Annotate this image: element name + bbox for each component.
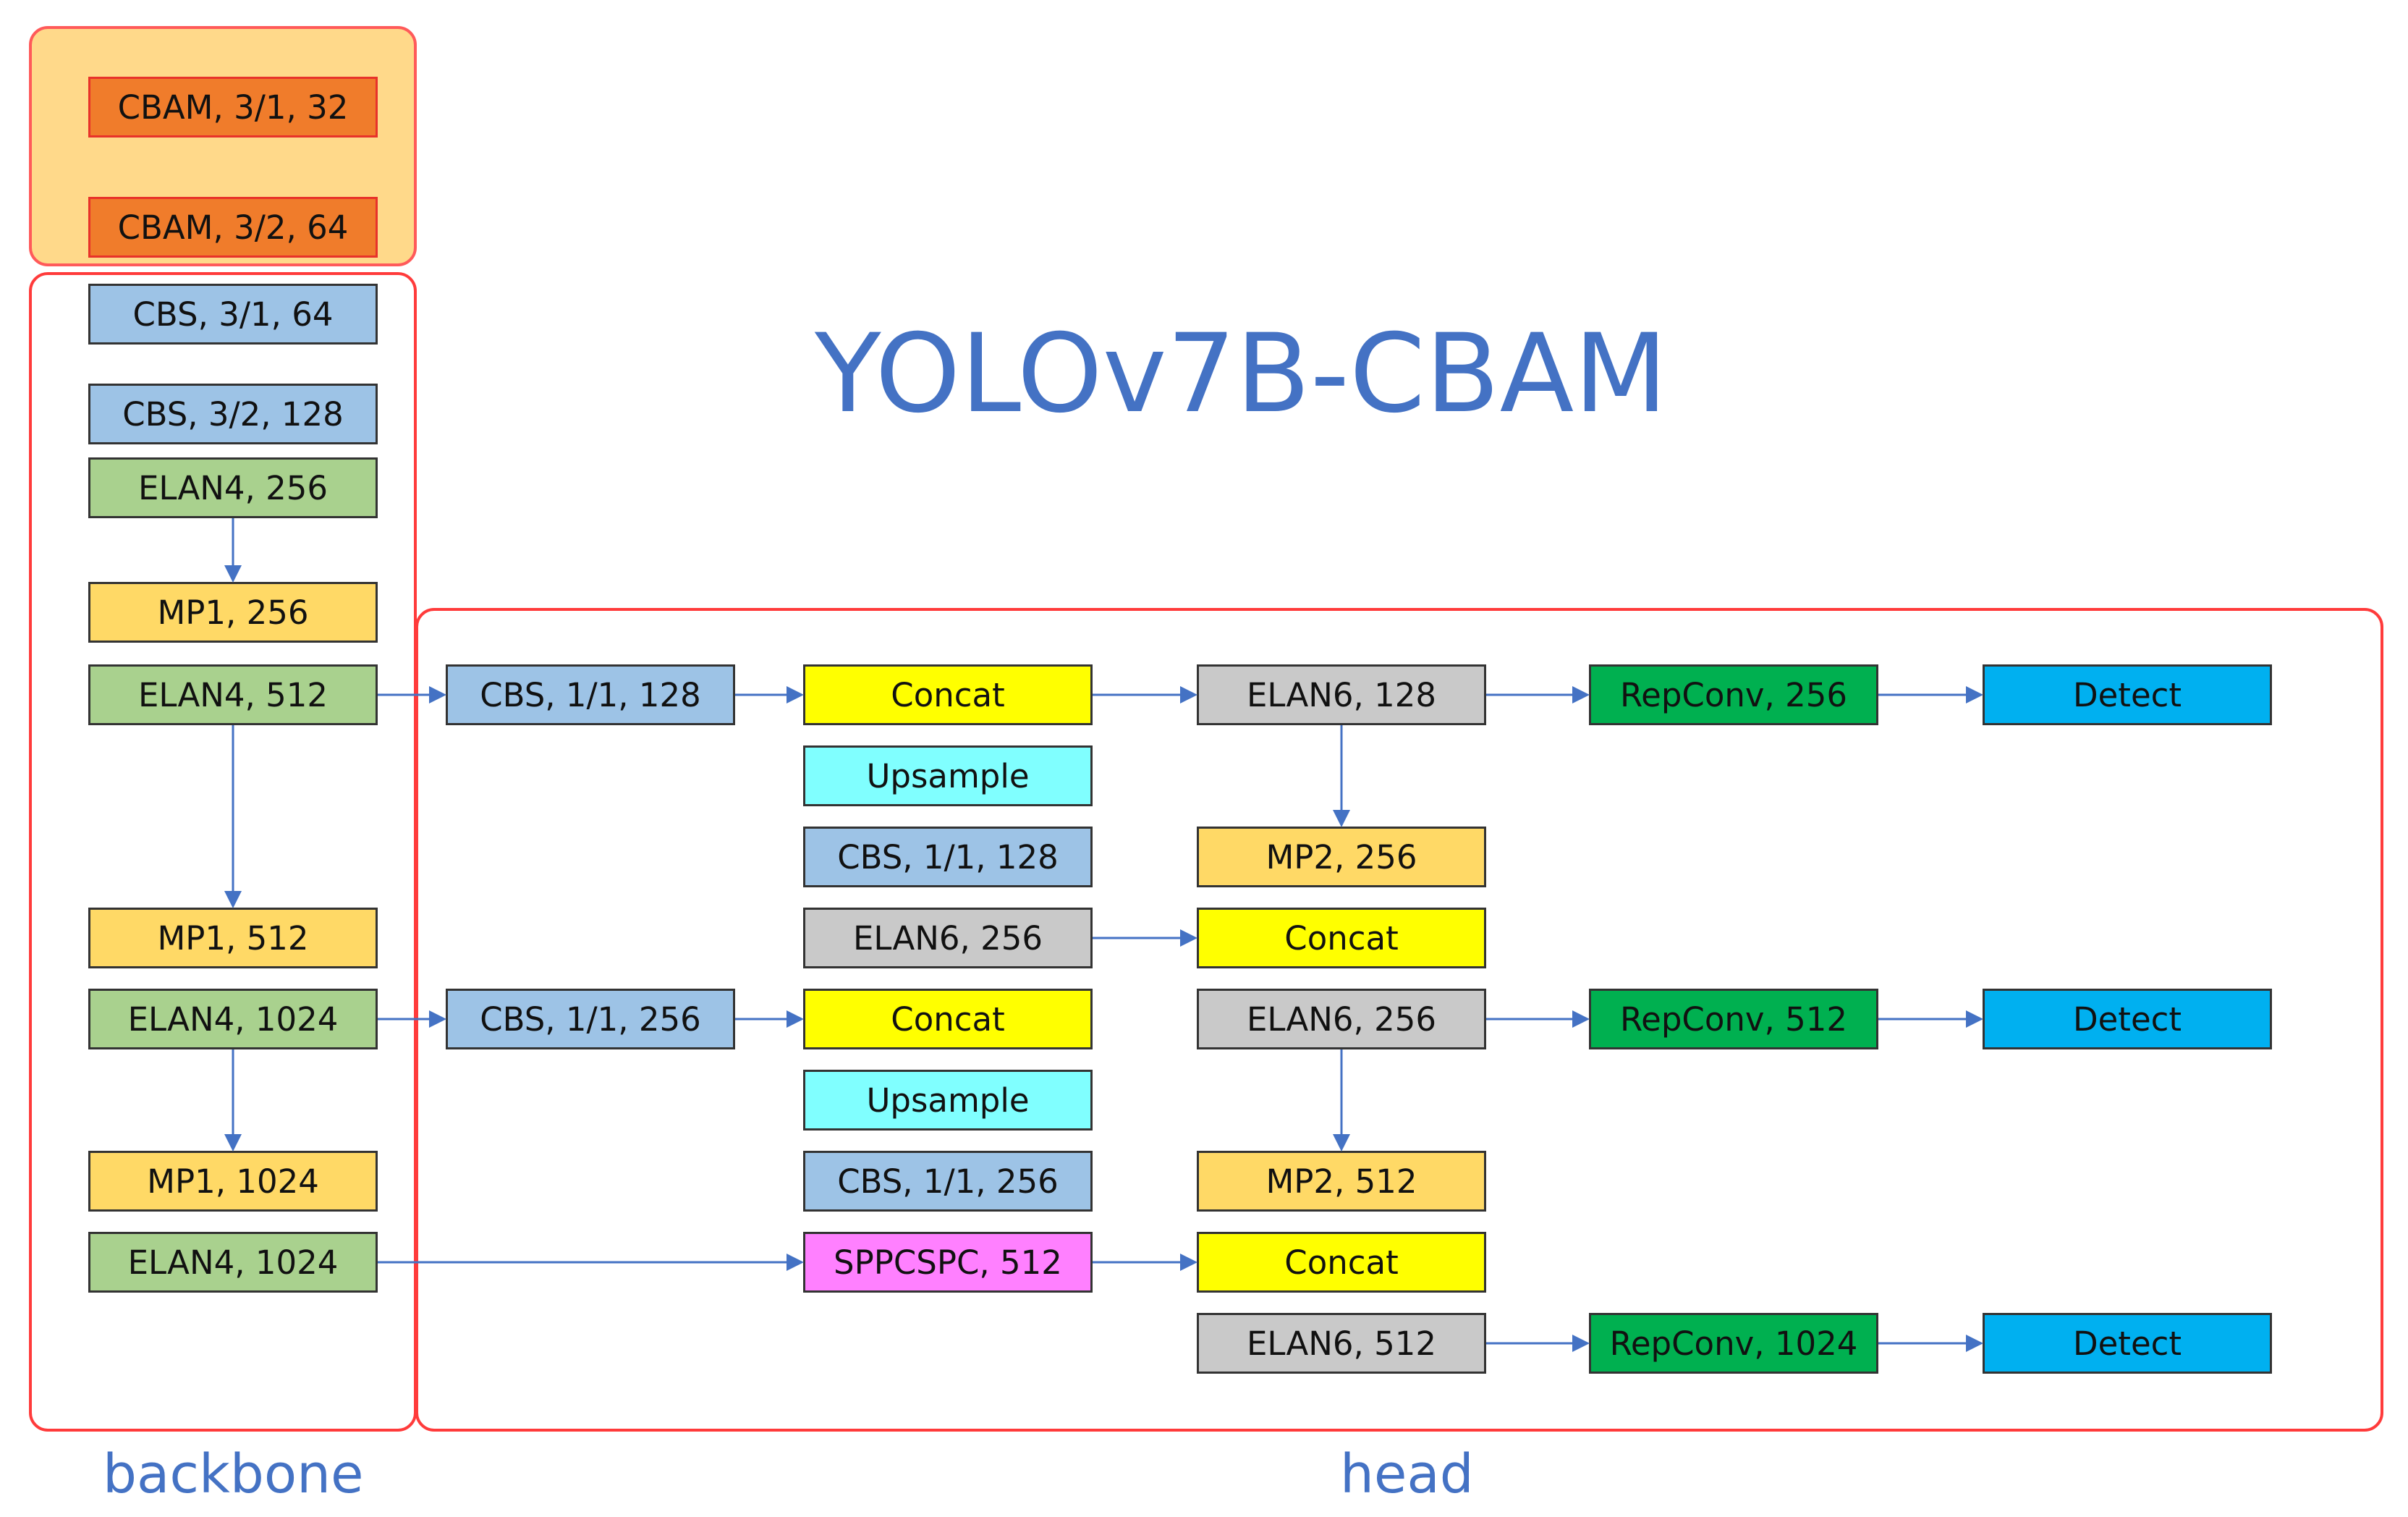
head-cbs-block-128: CBS, 1/1, 128 [446, 664, 735, 725]
backbone-cbs-block-1: CBS, 3/1, 64 [88, 284, 378, 345]
backbone-mp1-block-3: MP1, 1024 [88, 1151, 378, 1212]
backbone-mp1-block-1: MP1, 256 [88, 582, 378, 643]
head-mp2-block-256: MP2, 256 [1197, 827, 1486, 887]
backbone-cbs-block-2: CBS, 3/2, 128 [88, 384, 378, 444]
backbone-elan4-block-2: ELAN4, 512 [88, 664, 378, 725]
head-upsample-block-2: Upsample [803, 1070, 1093, 1131]
head-cbs-block-d: CBS, 1/1, 256 [803, 1151, 1093, 1212]
head-repconv-block-1024: RepConv, 1024 [1589, 1313, 1878, 1374]
head-detect-block-2: Detect [1983, 989, 2272, 1049]
backbone-elan4-block-4: ELAN4, 1024 [88, 1232, 378, 1293]
head-elan6-block-512: ELAN6, 512 [1197, 1313, 1486, 1374]
head-sppcspc-block: SPPCSPC, 512 [803, 1232, 1093, 1293]
backbone-mp1-block-2: MP1, 512 [88, 908, 378, 968]
head-detect-block-3: Detect [1983, 1313, 2272, 1374]
head-elan6-block-256a: ELAN6, 256 [803, 908, 1093, 968]
head-upsample-block-1: Upsample [803, 745, 1093, 806]
head-elan6-block-128: ELAN6, 128 [1197, 664, 1486, 725]
backbone-caption: backbone [103, 1443, 364, 1505]
head-repconv-block-256: RepConv, 256 [1589, 664, 1878, 725]
cbam-block-2: CBAM, 3/2, 64 [88, 197, 378, 258]
backbone-elan4-block-1: ELAN4, 256 [88, 457, 378, 518]
head-mp2-block-512: MP2, 512 [1197, 1151, 1486, 1212]
head-elan6-block-256b: ELAN6, 256 [1197, 989, 1486, 1049]
backbone-elan4-block-3: ELAN4, 1024 [88, 989, 378, 1049]
head-repconv-block-512: RepConv, 512 [1589, 989, 1878, 1049]
head-concat-block-2: Concat [803, 989, 1093, 1049]
head-concat-block-4: Concat [1197, 1232, 1486, 1293]
cbam-block-1: CBAM, 3/1, 32 [88, 77, 378, 138]
head-detect-block-1: Detect [1983, 664, 2272, 725]
head-caption: head [1340, 1443, 1474, 1505]
head-concat-block-1: Concat [803, 664, 1093, 725]
diagram-title: YOLOv7B-CBAM [815, 311, 1668, 437]
head-concat-block-3: Concat [1197, 908, 1486, 968]
head-cbs-block-256: CBS, 1/1, 256 [446, 989, 735, 1049]
head-cbs-block-c: CBS, 1/1, 128 [803, 827, 1093, 887]
